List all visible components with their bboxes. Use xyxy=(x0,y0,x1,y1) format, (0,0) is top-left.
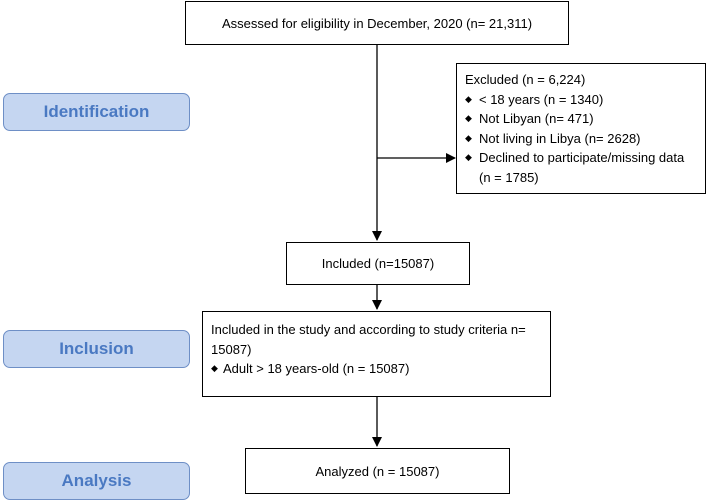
included-box: Included (n=15087) xyxy=(286,242,470,285)
excluded-item-text: < 18 years (n = 1340) xyxy=(479,91,604,107)
included-text: Included (n=15087) xyxy=(321,256,435,271)
assessed-box: Assessed for eligibility in December, 20… xyxy=(185,1,569,45)
study-title: Included in the study and according to s… xyxy=(211,322,526,357)
diamond-bullet-icon: ◆ xyxy=(465,152,472,162)
diamond-bullet-icon: ◆ xyxy=(465,113,472,123)
analyzed-box: Analyzed (n = 15087) xyxy=(245,448,510,494)
excluded-item-text: Declined to participate/missing data (n … xyxy=(479,150,685,185)
stage-inclusion: Inclusion xyxy=(3,330,190,368)
assessed-text: Assessed for eligibility in December, 20… xyxy=(221,15,533,31)
excluded-box: Excluded (n = 6,224) ◆ < 18 years (n = 1… xyxy=(456,63,706,194)
excluded-item: ◆ Not living in Libya (n= 2628) xyxy=(465,129,697,149)
study-item-text: Adult > 18 years-old (n = 15087) xyxy=(223,361,410,376)
study-box: Included in the study and according to s… xyxy=(202,311,551,397)
study-item: ◆ Adult > 18 years-old (n = 15087) xyxy=(211,359,542,379)
stage-analysis: Analysis xyxy=(3,462,190,500)
analyzed-text: Analyzed (n = 15087) xyxy=(315,463,440,479)
stage-identification: Identification xyxy=(3,93,190,131)
diamond-bullet-icon: ◆ xyxy=(465,93,472,104)
diamond-bullet-icon: ◆ xyxy=(211,363,218,373)
excluded-item: ◆ Declined to participate/missing data (… xyxy=(465,148,697,187)
excluded-item-text: Not Libyan (n= 471) xyxy=(479,111,594,126)
excluded-item-text: Not living in Libya (n= 2628) xyxy=(479,130,641,146)
excluded-title: Excluded (n = 6,224) xyxy=(465,72,586,87)
excluded-item: ◆ < 18 years (n = 1340) xyxy=(465,90,697,110)
diamond-bullet-icon: ◆ xyxy=(465,132,472,143)
excluded-item: ◆ Not Libyan (n= 471) xyxy=(465,109,697,129)
